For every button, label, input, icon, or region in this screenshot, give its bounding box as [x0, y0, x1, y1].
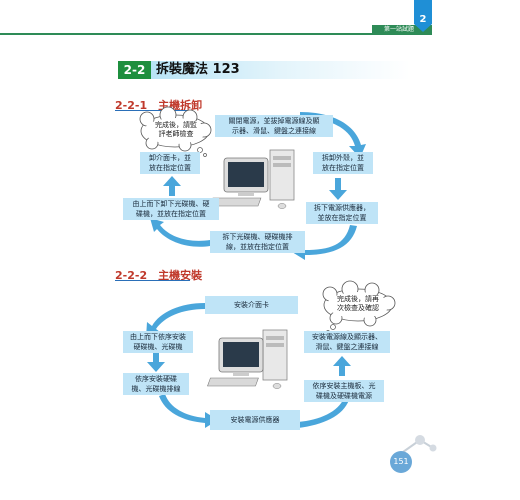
arrow-down-icon [329, 178, 347, 200]
step-box: 由上而下依序安裝硬碟機、光碟機 [123, 331, 193, 353]
chapter-label: 第一站試題 [384, 26, 415, 33]
step-text: 機、光碟機排線 [131, 385, 181, 393]
step-text: 滑鼠、鍵盤之連接線 [315, 343, 379, 351]
computer-icon [207, 329, 288, 389]
bubble-line: 評老師檢查 [158, 130, 194, 138]
thought-bubble-icon [139, 106, 212, 157]
step-box: 依序安裝主機板、光碟機及硬碟機電源 [304, 380, 384, 402]
heading-underline [115, 280, 190, 281]
arrow-left-curve-icon [292, 225, 357, 260]
step-text: 安裝介面卡 [234, 301, 269, 309]
step-text: 拆下電源供應器， [314, 204, 370, 212]
step-text: 示器、滑鼠、鍵盤之連接線 [232, 127, 316, 135]
page-number: 151 [390, 451, 412, 473]
arrow-right-down-icon [300, 112, 366, 158]
subsection-heading-disassembly: 2-2-1 主機拆卸 [115, 99, 203, 112]
step-text: 拆下光碟機、硬碟機排 [222, 233, 293, 241]
arrow-up-icon [163, 176, 181, 196]
step-text: 放在指定位置 [149, 164, 191, 172]
assembly-bubble-note: 完成後，請再 次檢查及確認 [330, 295, 386, 313]
chapter-flag [414, 0, 432, 32]
section-title-bar [120, 61, 410, 79]
step-text: 線，並放在指定位置 [226, 243, 289, 251]
step-text: 由上而下卸下光碟機、硬 [132, 200, 210, 208]
step-box: 安裝介面卡 [205, 296, 298, 314]
step-text: 硬碟機、光碟機 [133, 343, 183, 351]
arrow-down-icon [147, 352, 165, 372]
step-box: 拆下電源供應器， 並放在指定位置 [306, 202, 378, 224]
header-rule [0, 33, 432, 35]
step-box: 安裝電源供應器 [210, 410, 300, 430]
step-box: 關閉電源，並拔掉電源線及顯示器、滑鼠、鍵盤之連接線 [215, 115, 333, 137]
bubble-line: 次檢查及確認 [337, 304, 379, 312]
step-text: 安裝電源線及顯示器、 [312, 333, 382, 341]
disassembly-bubble-note: 完成後，請監 評老師檢查 [148, 121, 204, 139]
step-text: 安裝電源供應器 [230, 416, 280, 424]
step-text: 依序安裝主機板、光 [312, 382, 376, 390]
step-box: 拆卸外殼，並放在指定位置 [313, 152, 373, 174]
step-text: 放在指定位置 [322, 164, 364, 172]
arrow-up-curve-icon [150, 218, 210, 247]
chapter-tag-bar [372, 25, 432, 35]
bubble-line: 完成後，請監 [155, 121, 197, 129]
molecule-decoration-icon [402, 435, 437, 453]
step-text: 碟機及硬碟機電源 [316, 392, 372, 400]
chapter-number: 2 [419, 14, 427, 25]
step-text: 由上而下依序安裝 [130, 333, 186, 341]
step-box: 由上而下卸下光碟機、硬碟機，並放在指定位置 [123, 198, 219, 220]
step-text: 關閉電源，並拔掉電源線及顯 [228, 117, 320, 125]
bubble-line: 完成後，請再 [337, 295, 379, 303]
step-text: 卸介面卡，並 [149, 154, 191, 162]
step-text: 拆卸外殼，並 [322, 154, 364, 162]
thought-bubble-icon [322, 280, 396, 334]
arrow-up-icon [333, 356, 351, 376]
arrow-right-curve-icon [159, 394, 218, 428]
step-box: 拆下光碟機、硬碟機排線，並放在指定位置 [210, 231, 305, 253]
computer-icon [209, 149, 295, 209]
subsection-heading-assembly: 2-2-2 主機安裝 [115, 269, 203, 282]
section-title: 拆裝魔法 123 [156, 62, 240, 77]
step-text: 並放在指定位置 [317, 214, 367, 222]
step-box: 安裝電源線及顯示器、滑鼠、鍵盤之連接線 [304, 331, 390, 353]
step-text: 依序安裝硬碟 [135, 375, 177, 383]
step-text: 碟機，並放在指定位置 [136, 210, 206, 218]
heading-underline [115, 110, 190, 111]
step-box: 依序安裝硬碟機、光碟機排線 [123, 373, 189, 395]
section-number: 2-2 [118, 61, 151, 79]
step-box: 卸介面卡，並放在指定位置 [140, 152, 200, 174]
